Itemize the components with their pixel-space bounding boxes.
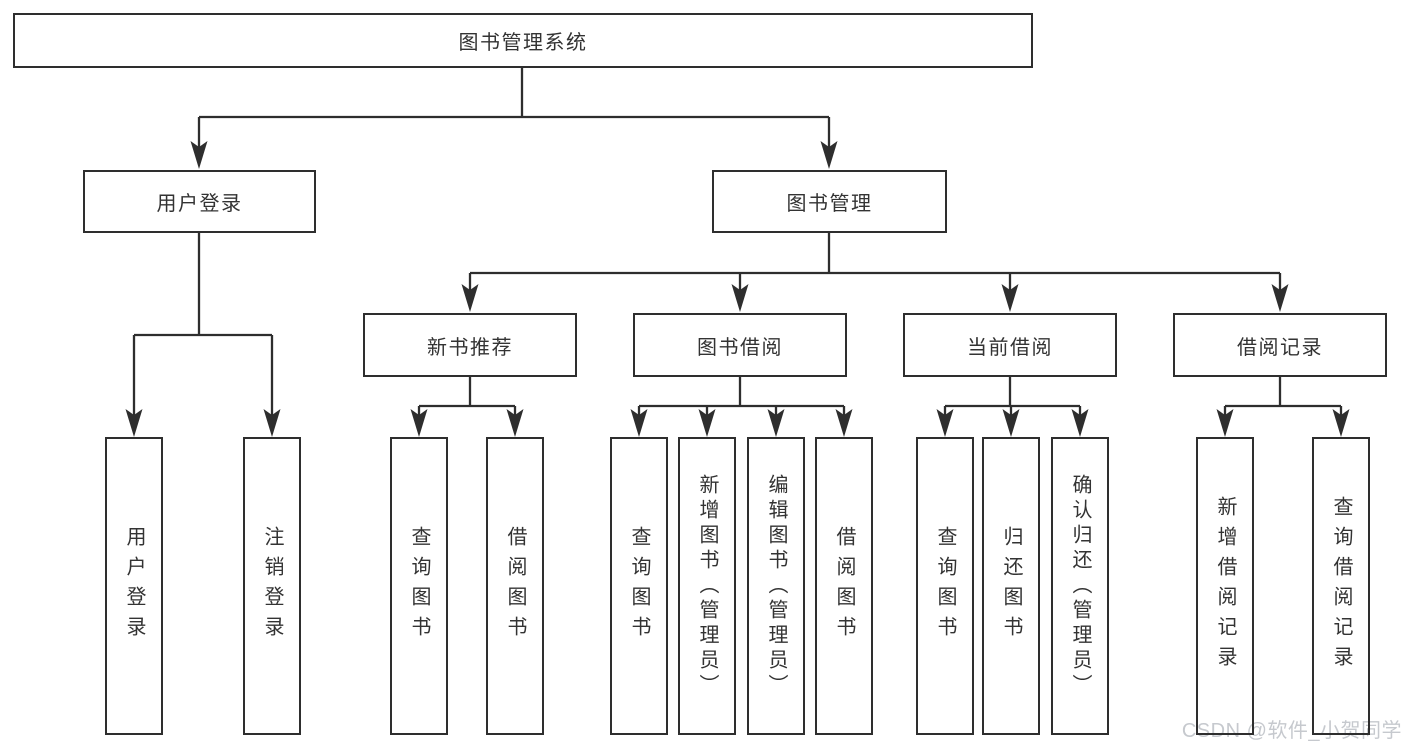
node-borrowing-records: 借阅记录	[1173, 313, 1387, 377]
leaf-confirm-return-admin: 确认归还（管理员）	[1051, 437, 1109, 735]
arrowheads-current-borrowing-leaves	[936, 409, 1089, 437]
leaf-query-borrowing-record: 查询借阅记录	[1312, 437, 1370, 735]
leaf-query-books-borrowing: 查询图书	[610, 437, 668, 735]
arrowheads-new-book-leaves	[410, 409, 524, 437]
csdn-watermark: CSDN @软件_小贺同学	[1181, 720, 1402, 742]
connector-user-login-to-leaves	[132, 233, 274, 415]
node-new-book-recommendation: 新书推荐	[363, 313, 577, 377]
arrowheads-borrowing-records-leaves	[1216, 409, 1350, 437]
connector-book-management-to-level3	[468, 233, 1282, 291]
node-library-management-system: 图书管理系统	[13, 13, 1033, 68]
leaf-borrow-books-borrowing: 借阅图书	[815, 437, 873, 735]
leaf-query-books-newbook: 查询图书	[390, 437, 448, 735]
arrowheads-user-login-leaves	[125, 409, 281, 437]
leaf-borrow-books-newbook: 借阅图书	[486, 437, 544, 735]
node-book-borrowing: 图书借阅	[633, 313, 847, 377]
leaf-add-book-admin: 新增图书（管理员）	[678, 437, 736, 735]
leaf-logout: 注销登录	[243, 437, 301, 735]
node-current-borrowing: 当前借阅	[903, 313, 1117, 377]
leaf-query-books-current: 查询图书	[916, 437, 974, 735]
leaf-add-borrowing-record: 新增借阅记录	[1196, 437, 1254, 735]
connector-root-to-level2	[197, 68, 831, 148]
connector-current-borrowing-to-leaves	[943, 377, 1082, 415]
connector-borrowing-records-to-leaves	[1223, 377, 1343, 415]
connector-book-borrowing-to-leaves	[637, 377, 846, 415]
arrowheads-level3	[461, 284, 1289, 312]
arrowheads-book-borrowing-leaves	[630, 409, 853, 437]
connector-new-book-to-leaves	[417, 377, 517, 415]
arrowheads-level2	[190, 141, 838, 169]
node-book-management: 图书管理	[712, 170, 947, 233]
leaf-edit-book-admin: 编辑图书（管理员）	[747, 437, 805, 735]
node-user-login: 用户登录	[83, 170, 316, 233]
leaf-return-book: 归还图书	[982, 437, 1040, 735]
leaf-user-login: 用户登录	[105, 437, 163, 735]
